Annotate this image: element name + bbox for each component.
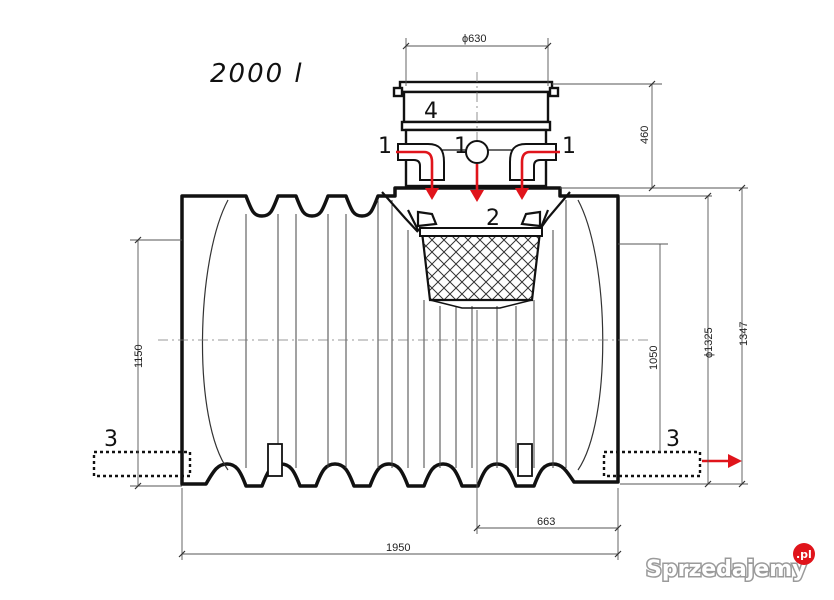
dim-outlet-height-left: 1150 xyxy=(133,344,145,368)
callout-inlet-left: 1 xyxy=(378,134,392,159)
dim-riser-diameter: ϕ630 xyxy=(462,33,487,45)
corrugation-ribs xyxy=(245,200,567,468)
dim-outlet-height-right: 1050 xyxy=(648,346,660,370)
flow-arrowheads xyxy=(425,188,742,468)
callout-riser: 4 xyxy=(424,99,438,124)
dim-offset-length: 663 xyxy=(537,516,555,528)
watermark-badge xyxy=(793,543,815,565)
flow-arrows xyxy=(396,150,730,463)
callout-pipe-right: 3 xyxy=(666,427,680,452)
capacity-caption: 2000 l xyxy=(210,59,304,89)
callout-inlet-center: 1 xyxy=(454,134,468,159)
dimension-ticks xyxy=(134,42,746,558)
watermark: Sprzedajemy .pl xyxy=(645,543,815,584)
filter-basket xyxy=(419,227,543,309)
dim-total-height: 1347 xyxy=(738,322,750,346)
dimension-lines xyxy=(130,38,748,560)
dim-riser-height: 460 xyxy=(639,126,651,144)
watermark-brand: Sprzedajemy xyxy=(646,557,807,582)
bottom-supports xyxy=(267,443,533,477)
tank-body xyxy=(180,186,620,488)
callout-pipe-left: 3 xyxy=(104,427,118,452)
callout-inlet-right: 1 xyxy=(562,134,576,159)
center-inlet-pipe xyxy=(465,140,489,164)
callout-filter-basket: 2 xyxy=(486,206,500,231)
tank-head-lines xyxy=(201,199,604,471)
dim-overall-length: 1950 xyxy=(386,542,410,554)
side-pipes xyxy=(92,450,702,478)
watermark-suffix: .pl xyxy=(796,548,812,561)
dim-tank-diameter: ϕ1325 xyxy=(703,327,715,358)
